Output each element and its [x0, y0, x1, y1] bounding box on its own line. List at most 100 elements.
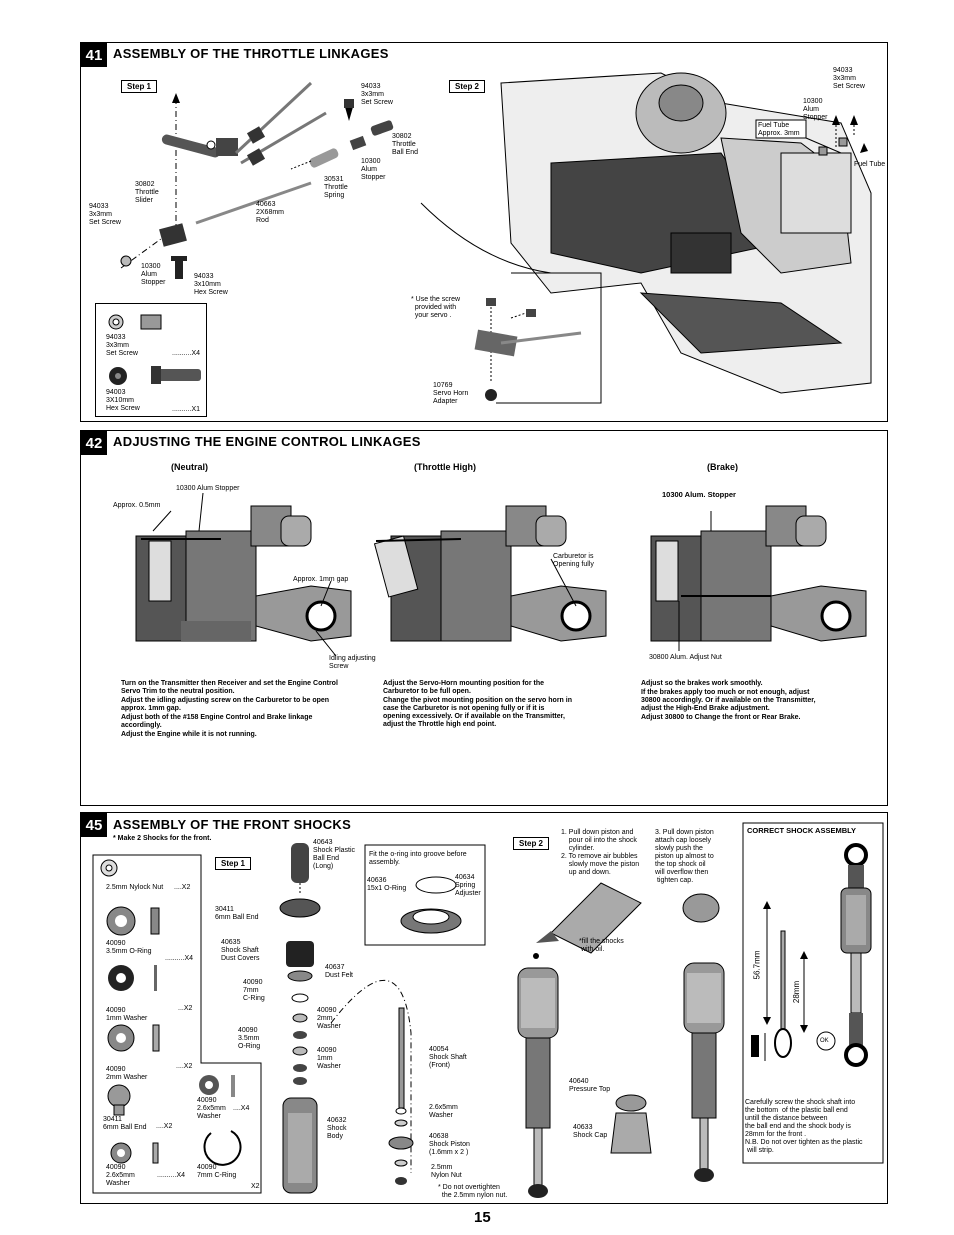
label-idling-screw: Idling adjusting Screw — [329, 655, 376, 670]
label-step2-instruction-1: 1. Pull down piston and pour oil into th… — [561, 829, 640, 876]
text-high-2: Change the pivot mounting position on th… — [383, 697, 572, 728]
label-shock-cap: 40633 Shock Cap — [573, 1124, 608, 1139]
part-hex-screw-label: 94003 3X10mm Hex Screw — [106, 389, 140, 412]
label-correct-note: Carefully screw the shock shaft into the… — [745, 1099, 863, 1154]
label-alum-stopper-bottom: 10300 Alum Stopper — [141, 263, 166, 286]
part-oring-label: 40090 3.5mm O-Ring — [106, 940, 152, 955]
label-alum-stopper-neutral: 10300 Alum Stopper — [176, 485, 240, 492]
text-neutral-3: Adjust both of the #158 Engine Control a… — [121, 714, 313, 729]
label-35mm-oring: 40090 3.5mm O-Ring — [238, 1027, 261, 1050]
label-26x5-washer: 2.6x5mm Washer — [429, 1104, 458, 1119]
text-neutral-2: Adjust the idling adjusting screw on the… — [121, 697, 330, 712]
label-alum-stopper-right: 10300 Alum Stopper — [803, 98, 828, 121]
label-throttle-slider: 30802 Throttle Slider — [135, 181, 159, 204]
part-oring-qty: ..........X4 — [165, 955, 194, 962]
label-dim-28mm: 28mm — [792, 980, 802, 1004]
parts-box-41-illustration — [108, 314, 201, 385]
step-1-label: Step 1 — [121, 80, 158, 93]
label-servo-horn: 10769 Servo Horn Adapter — [433, 382, 469, 405]
label-fuel-tube: Fuel Tube — [854, 161, 886, 168]
label-fill-oil: *fill the shocks with oil. — [579, 938, 624, 953]
part-2mm-washer-qty: ....X2 — [176, 1063, 193, 1070]
heading-neutral: (Neutral) — [171, 462, 209, 472]
section-41-title: ASSEMBLY OF THE THROTTLE LINKAGES — [113, 46, 389, 61]
text-brake: Adjust so the brakes work smoothly. If t… — [641, 680, 826, 723]
label-set-screw-top: 94033 3x3mm Set Screw — [361, 83, 393, 106]
section-number-41: 41 — [81, 43, 107, 67]
section-42-title: ADJUSTING THE ENGINE CONTROL LINKAGES — [113, 434, 421, 449]
label-6mm-ball-end: 30411 6mm Ball End — [215, 906, 259, 921]
label-shock-piston: 40638 Shock Piston (1.6mm x 2 ) — [429, 1133, 470, 1156]
part-set-screw-qty: ..........X4 — [172, 350, 201, 357]
part-2mm-washer-label: 40090 2mm Washer — [106, 1066, 148, 1081]
label-rod: 40663 2X68mm Rod — [256, 201, 285, 224]
text-brake-1: Adjust so the brakes work smoothly. — [641, 680, 763, 687]
heading-brake: (Brake) — [707, 462, 739, 472]
part-26x5-washer-b-qty: ..........X4 — [157, 1172, 186, 1179]
heading-throttle-high: (Throttle High) — [414, 462, 476, 472]
front-shocks-illustration — [92, 822, 884, 1198]
label-set-screw-left: 94033 3x3mm Set Screw — [89, 203, 121, 226]
label-15x1-oring: 40636 15x1 O-Ring — [367, 877, 407, 892]
label-spring-adjuster: 40634 Spring Adjuster — [455, 874, 481, 897]
section-number-42: 42 — [81, 431, 107, 455]
label-dim-56-7mm: 56.7mm — [752, 950, 762, 980]
text-high-1: Adjust the Servo-Horn mounting position … — [383, 680, 544, 695]
section-42-panel: 42 ADJUSTING THE ENGINE CONTROL LINKAGES… — [80, 430, 888, 806]
engine-linkage-illustrations — [135, 492, 867, 657]
label-servo-note: * Use the screw provided with your servo… — [411, 296, 461, 319]
label-correct-assembly: CORRECT SHOCK ASSEMBLY — [747, 826, 857, 835]
part-set-screw-label: 94033 3x3mm Set Screw — [106, 334, 138, 357]
label-oring-note: Fit the o-ring into groove before assemb… — [369, 851, 467, 866]
part-6mm-ball-end-label: 30411 6mm Ball End — [103, 1116, 147, 1131]
step-1-shocks: Step 1 — [215, 857, 252, 870]
page-number: 15 — [474, 1209, 491, 1226]
label-ok: OK — [820, 1038, 829, 1044]
text-throttle-high: Adjust the Servo-Horn mounting position … — [383, 680, 573, 730]
part-7mm-cring-label: 40090 7mm C-Ring — [197, 1164, 237, 1179]
label-ball-end-long: 40643 Shock Plastic Ball End (Long) — [313, 839, 356, 870]
part-nylock-nut-label: 2.5mm Nylock Nut — [106, 884, 164, 891]
label-hex-screw: 94033 3x10mm Hex Screw — [194, 273, 228, 296]
text-brake-3: Adjust 30800 to Change the front or Rear… — [641, 714, 801, 721]
section-45-title: ASSEMBLY OF THE FRONT SHOCKS — [113, 817, 352, 832]
label-shock-shaft: 40054 Shock Shaft (Front) — [429, 1046, 467, 1069]
label-1mm-washer: 40090 1mm Washer — [317, 1047, 341, 1070]
part-26x5-washer-a-qty: ....X4 — [233, 1105, 250, 1112]
text-neutral-1: Turn on the Transmitter then Receiver an… — [121, 680, 338, 695]
text-brake-2: If the brakes apply too much or not enou… — [641, 689, 816, 712]
part-1mm-washer-qty: ...X2 — [178, 1005, 193, 1012]
part-6mm-ball-end-qty: ....X2 — [156, 1123, 173, 1130]
label-2mm-washer: 40090 2mm Washer — [317, 1007, 341, 1030]
section-45-panel: 45 ASSEMBLY OF THE FRONT SHOCKS * Make 2… — [80, 812, 888, 1204]
text-neutral: Turn on the Transmitter then Receiver an… — [121, 680, 346, 740]
step-2-label: Step 2 — [449, 80, 486, 93]
part-hex-screw-qty: ..........X1 — [172, 406, 201, 413]
label-dust-felt: 40637 Dust Felt — [325, 964, 354, 979]
label-overtighten-note: * Do not overtighten the 2.5mm nylon nut… — [438, 1184, 508, 1199]
label-approx-1mm-gap: Approx. 1mm gap — [293, 576, 349, 583]
parts-box-41: 94033 3x3mm Set Screw ..........X4 94003… — [95, 303, 207, 417]
part-nylock-nut-qty: ....X2 — [174, 884, 191, 891]
label-dust-covers: 40635 Shock Shaft Dust Covers — [221, 939, 260, 962]
part-26x5-washer-a-label: 40090 2.6x5mm Washer — [197, 1097, 226, 1120]
text-neutral-4: Adjust the Engine while it is not runnin… — [121, 731, 257, 738]
section-41-panel: 41 ASSEMBLY OF THE THROTTLE LINKAGES — [80, 42, 888, 422]
label-throttle-spring: 30531 Throttle Spring — [324, 176, 348, 199]
make-2-shocks-note: * Make 2 Shocks for the front. — [113, 835, 212, 842]
label-adjust-nut: 30800 Alum. Adjust Nut — [649, 654, 722, 661]
label-set-screw-right: 94033 3x3mm Set Screw — [833, 67, 865, 90]
section-number-45: 45 — [81, 813, 107, 837]
label-alum-stopper-brake: 10300 Alum. Stopper — [662, 490, 736, 499]
label-carburetor-open: Carburetor is Opening fully — [553, 553, 594, 568]
throttle-linkage-illustration — [120, 72, 872, 404]
label-fuel-tube-approx: Fuel Tube Approx. 3mm — [758, 122, 800, 137]
label-alum-stopper: 10300 Alum Stopper — [361, 158, 386, 181]
label-throttle-ball-end: 30802 Throttle Ball End — [392, 133, 419, 156]
label-25mm-nylon-nut: 2.5mm Nylon Nut — [431, 1164, 462, 1179]
step-2-shocks: Step 2 — [513, 837, 550, 850]
label-approx-05: Approx. 0.5mm — [113, 502, 161, 509]
part-7mm-cring-qty: X2 — [251, 1183, 260, 1190]
label-step2-instruction-3: 3. Pull down piston attach cap loosely s… — [655, 829, 714, 884]
label-pressure-top: 40640 Pressure Top — [569, 1078, 611, 1093]
